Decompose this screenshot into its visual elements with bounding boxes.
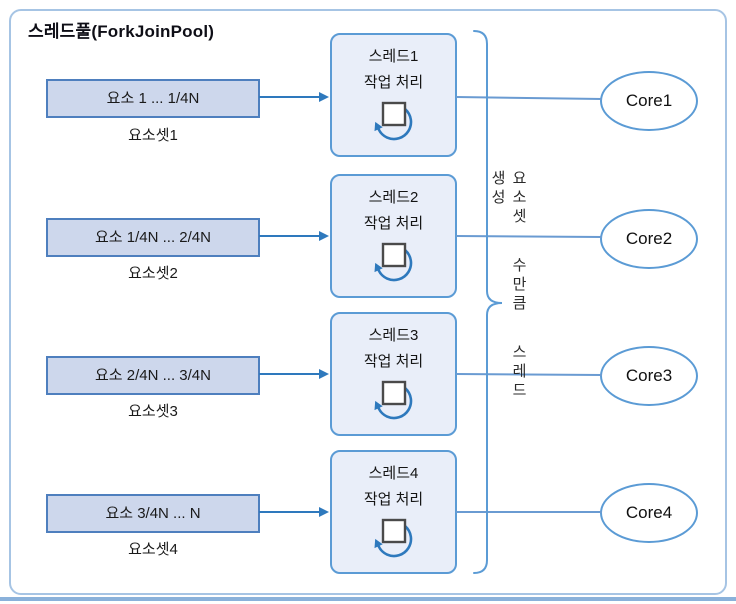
thread-box-3: 스레드3 작업 처리	[330, 312, 457, 436]
element-set-box-2: 요소 1/4N ... 2/4N	[46, 218, 260, 257]
thread-name-1: 스레드1	[368, 48, 419, 65]
brace-annotation: 요소셋 수만큼 스레드 생성	[489, 170, 527, 401]
core-ellipse-1: Core1	[600, 71, 698, 131]
loop-icon	[374, 242, 412, 282]
thread-name-4: 스레드4	[368, 465, 419, 482]
thread-task-label-1: 작업 처리	[363, 74, 424, 91]
element-set-box-3: 요소 2/4N ... 3/4N	[46, 356, 260, 395]
core-ellipse-3: Core3	[600, 346, 698, 406]
element-set-box-1: 요소 1 ... 1/4N	[46, 79, 260, 118]
element-set-label-3: 요소셋3	[128, 403, 178, 420]
diagram-title: 스레드풀(ForkJoinPool)	[28, 22, 215, 41]
element-set-box-4: 요소 3/4N ... N	[46, 494, 260, 533]
thread-task-label-3: 작업 처리	[363, 353, 424, 370]
element-set-label-2: 요소셋2	[128, 265, 178, 282]
thread-name-2: 스레드2	[368, 189, 419, 206]
thread-name-3: 스레드3	[368, 327, 419, 344]
thread-box-2: 스레드2 작업 처리	[330, 174, 457, 298]
core-ellipse-4: Core4	[600, 483, 698, 543]
thread-task-label-2: 작업 처리	[363, 215, 424, 232]
loop-icon	[374, 518, 412, 558]
element-set-label-4: 요소셋4	[128, 541, 178, 558]
bottom-accent-bar	[0, 597, 736, 601]
core-ellipse-2: Core2	[600, 209, 698, 269]
thread-box-4: 스레드4 작업 처리	[330, 450, 457, 574]
loop-icon	[374, 101, 412, 141]
loop-icon	[374, 380, 412, 420]
thread-task-label-4: 작업 처리	[363, 491, 424, 508]
element-set-label-1: 요소셋1	[128, 127, 178, 144]
thread-box-1: 스레드1 작업 처리	[330, 33, 457, 157]
